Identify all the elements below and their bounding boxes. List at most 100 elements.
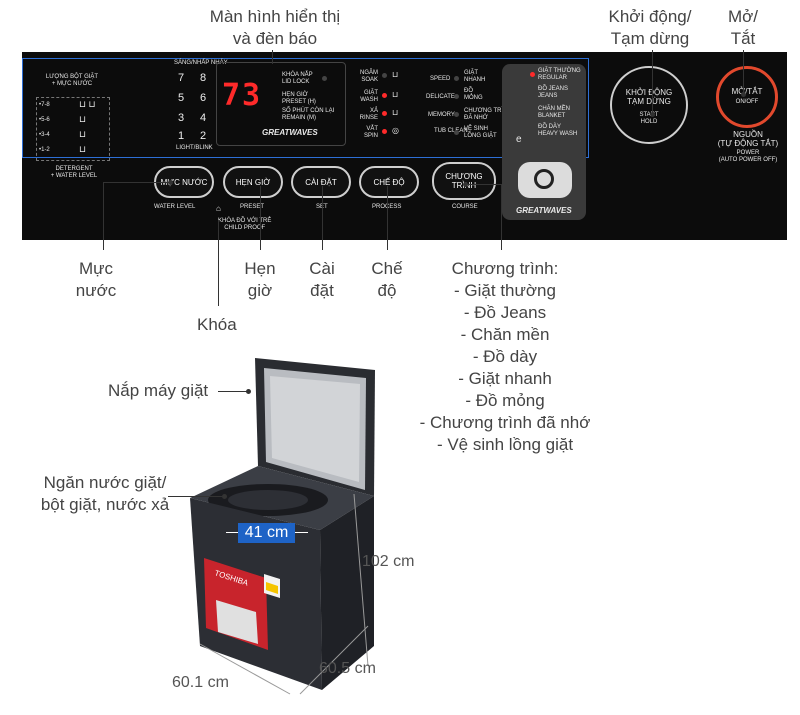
wash-led bbox=[382, 93, 387, 98]
set-sub: SET bbox=[316, 204, 328, 211]
speed-led bbox=[454, 76, 459, 81]
lock-callout: Khóa bbox=[197, 315, 237, 334]
wash-icon: ⊔ bbox=[392, 90, 399, 99]
level-number: 8 bbox=[200, 72, 207, 84]
lid-glass-shine bbox=[270, 376, 360, 482]
machine-side bbox=[320, 496, 374, 690]
program-item: - Đồ dày bbox=[472, 347, 538, 366]
greatwaves-logo: GREATWAVES bbox=[262, 128, 318, 137]
level-5-6: •5-6 bbox=[39, 117, 50, 123]
power-callout: Mở/ Tắt bbox=[727, 7, 759, 48]
control-panel: LƯỢNG BỘT GIẶT+ MỰC NƯỚC •7-8 •5-6 •3-4 … bbox=[22, 52, 787, 240]
lid-lock-led bbox=[322, 76, 327, 81]
level-3-4: •3-4 bbox=[39, 132, 50, 138]
detergent-title: LƯỢNG BỘT GIẶT+ MỰC NƯỚC bbox=[45, 74, 99, 87]
cup-icon: ⊔ bbox=[79, 129, 87, 139]
course-dial-button[interactable] bbox=[518, 162, 572, 198]
level-number: 6 bbox=[200, 92, 207, 104]
display-window bbox=[216, 62, 346, 146]
height-dimension-line bbox=[353, 493, 369, 667]
level-1-2: •1-2 bbox=[39, 147, 50, 153]
water-level-sub: WATER LEVEL bbox=[154, 204, 196, 210]
drawer-callout: Ngăn nước giặt/bột giặt, nước xả bbox=[40, 473, 170, 514]
process-button[interactable]: CHẾ ĐỘ bbox=[359, 166, 419, 198]
soak-icon: ⊔ bbox=[392, 70, 399, 79]
timer-button[interactable]: HẸN GIỜ bbox=[223, 166, 283, 198]
program-item: - Chương trình đã nhớ bbox=[419, 413, 591, 432]
display-digits: 73 bbox=[222, 78, 263, 113]
selector-indicator-icon: e bbox=[516, 134, 522, 145]
program-item: - Giặt nhanh bbox=[458, 369, 552, 388]
program-callout: Chương trình: - Giặt thường - Đồ Jeans -… bbox=[410, 258, 600, 456]
program-item: - Chăn mền bbox=[460, 325, 550, 344]
cup-icon: ⊔ ⊔ bbox=[79, 99, 96, 109]
cup-icon: ⊔ bbox=[79, 144, 87, 154]
program-item: - Vệ sinh lồng giặt bbox=[436, 435, 574, 454]
level-7-8: •7-8 bbox=[39, 102, 50, 108]
delicate-led bbox=[454, 94, 459, 99]
power-label-en: POWER(AUTO POWER OFF) bbox=[718, 150, 778, 163]
spin-icon: ◎ bbox=[392, 126, 399, 135]
depth-label: 60.5 cm bbox=[319, 660, 376, 677]
mode-speed: SPEED bbox=[430, 76, 451, 82]
lock-icon: ⌂ bbox=[216, 204, 221, 213]
light-blink-footer: LIGHT/BLINK bbox=[176, 145, 213, 151]
process-sub: PROCESS bbox=[372, 204, 401, 211]
inner-width-label: 41 cm bbox=[238, 523, 295, 543]
lid-callout: Nắp máy giặt bbox=[108, 381, 209, 400]
level-number: 4 bbox=[200, 112, 207, 124]
course-button[interactable]: CHƯƠNG TRÌNH bbox=[432, 162, 496, 200]
mode-delicate: DELICATE bbox=[426, 94, 455, 100]
display-highlight-box bbox=[22, 58, 589, 158]
width-label: 60.1 cm bbox=[172, 674, 229, 691]
level-number: 2 bbox=[200, 130, 207, 142]
course-sub: COURSE bbox=[452, 204, 478, 210]
product-label-photo bbox=[216, 600, 258, 644]
level-number: 7 bbox=[178, 72, 185, 84]
memory-led bbox=[454, 112, 459, 117]
program-item: - Đồ Jeans bbox=[463, 303, 547, 322]
detergent-footer: DETERGENT+ WATER LEVEL bbox=[50, 166, 98, 179]
level-number: 5 bbox=[178, 92, 185, 104]
power-button[interactable]: MỞ/TẮT ON/OFF bbox=[716, 66, 778, 128]
cup-icon: ⊔ bbox=[79, 114, 87, 124]
level-number: 3 bbox=[178, 112, 185, 124]
program-item: - Đồ mỏng bbox=[465, 391, 545, 410]
mode-memory: MEMORY bbox=[428, 112, 455, 118]
detergent-level-table: •7-8 •5-6 •3-4 •1-2 ⊔ ⊔ ⊔ ⊔ ⊔ bbox=[36, 97, 110, 161]
water-level-button[interactable]: MỰC NƯỚC bbox=[154, 166, 214, 198]
rinse-led bbox=[382, 111, 387, 116]
greatwaves-logo-2: GREATWAVES bbox=[516, 206, 572, 215]
set-button[interactable]: CÀI ĐẶT bbox=[291, 166, 351, 198]
soak-led bbox=[382, 73, 387, 78]
power-label: NGUỒN(TỰ ĐỘNG TẮT) bbox=[717, 130, 779, 148]
tub-clean-led bbox=[454, 130, 459, 135]
height-label: 102 cm bbox=[362, 553, 415, 570]
spin-led bbox=[382, 129, 387, 134]
wave-icon bbox=[534, 169, 554, 189]
timer-sub: PRESET bbox=[240, 204, 265, 210]
drum-inner bbox=[228, 490, 308, 510]
width-dimension-line bbox=[199, 643, 291, 695]
mode-tub-clean: TUB CLEAN bbox=[434, 128, 468, 134]
light-blink-title: SÁNG/NHẤP NHÁY bbox=[174, 60, 228, 66]
start-callout: Khởi động/ Tạm dừng bbox=[608, 7, 692, 48]
